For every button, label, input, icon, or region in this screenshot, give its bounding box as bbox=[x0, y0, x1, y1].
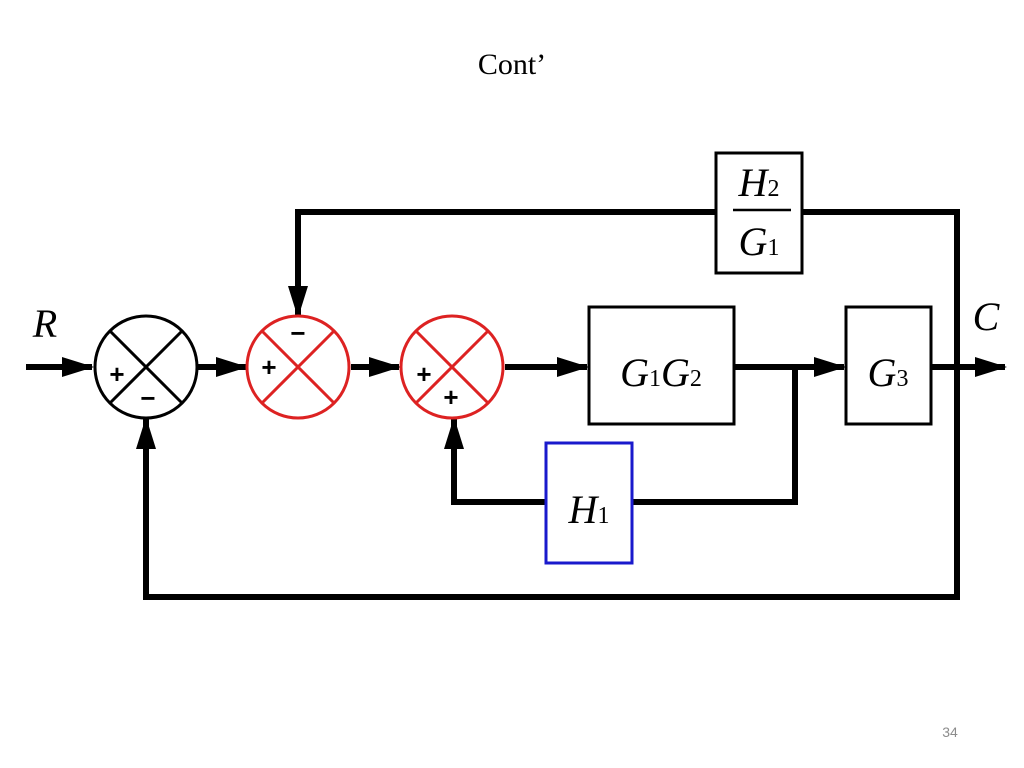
sum1-bottom-sign: − bbox=[140, 383, 155, 413]
sum3-left-sign: + bbox=[416, 359, 431, 389]
summing-junction-1: + − bbox=[93, 314, 199, 420]
sum1-left-sign: + bbox=[109, 359, 124, 389]
sum2-top-sign: − bbox=[290, 318, 305, 348]
page-number: 34 bbox=[942, 724, 958, 740]
slide-title: Cont’ bbox=[477, 48, 547, 81]
block-h2-over-g1: H2 G1 bbox=[714, 151, 804, 275]
block-g1g2: G1G2 bbox=[587, 305, 736, 426]
block-g1-denominator: G1 bbox=[739, 219, 780, 264]
block-h2-numerator: H2 bbox=[738, 160, 780, 205]
output-signal-label: C bbox=[973, 294, 1001, 339]
unity-feedback-arrow bbox=[136, 367, 960, 600]
h1-feedback-arrow bbox=[444, 417, 546, 505]
block-g3: G3 bbox=[844, 305, 933, 426]
block-g1g2-label: G1G2 bbox=[620, 350, 702, 395]
summing-junction-3: + + bbox=[399, 314, 505, 420]
sum2-left-sign: + bbox=[261, 352, 276, 382]
h1-feedback-in bbox=[632, 367, 798, 505]
block-h1-label: H1 bbox=[568, 487, 610, 532]
sum3-bottom-sign: + bbox=[443, 382, 458, 412]
h2-feedback-arrow bbox=[288, 209, 716, 318]
h2-feedback-in bbox=[802, 209, 960, 367]
input-signal-label: R bbox=[32, 301, 57, 346]
summing-junction-2: + − bbox=[245, 314, 351, 420]
block-h1: H1 bbox=[544, 441, 634, 565]
block-g3-label: G3 bbox=[868, 350, 909, 395]
